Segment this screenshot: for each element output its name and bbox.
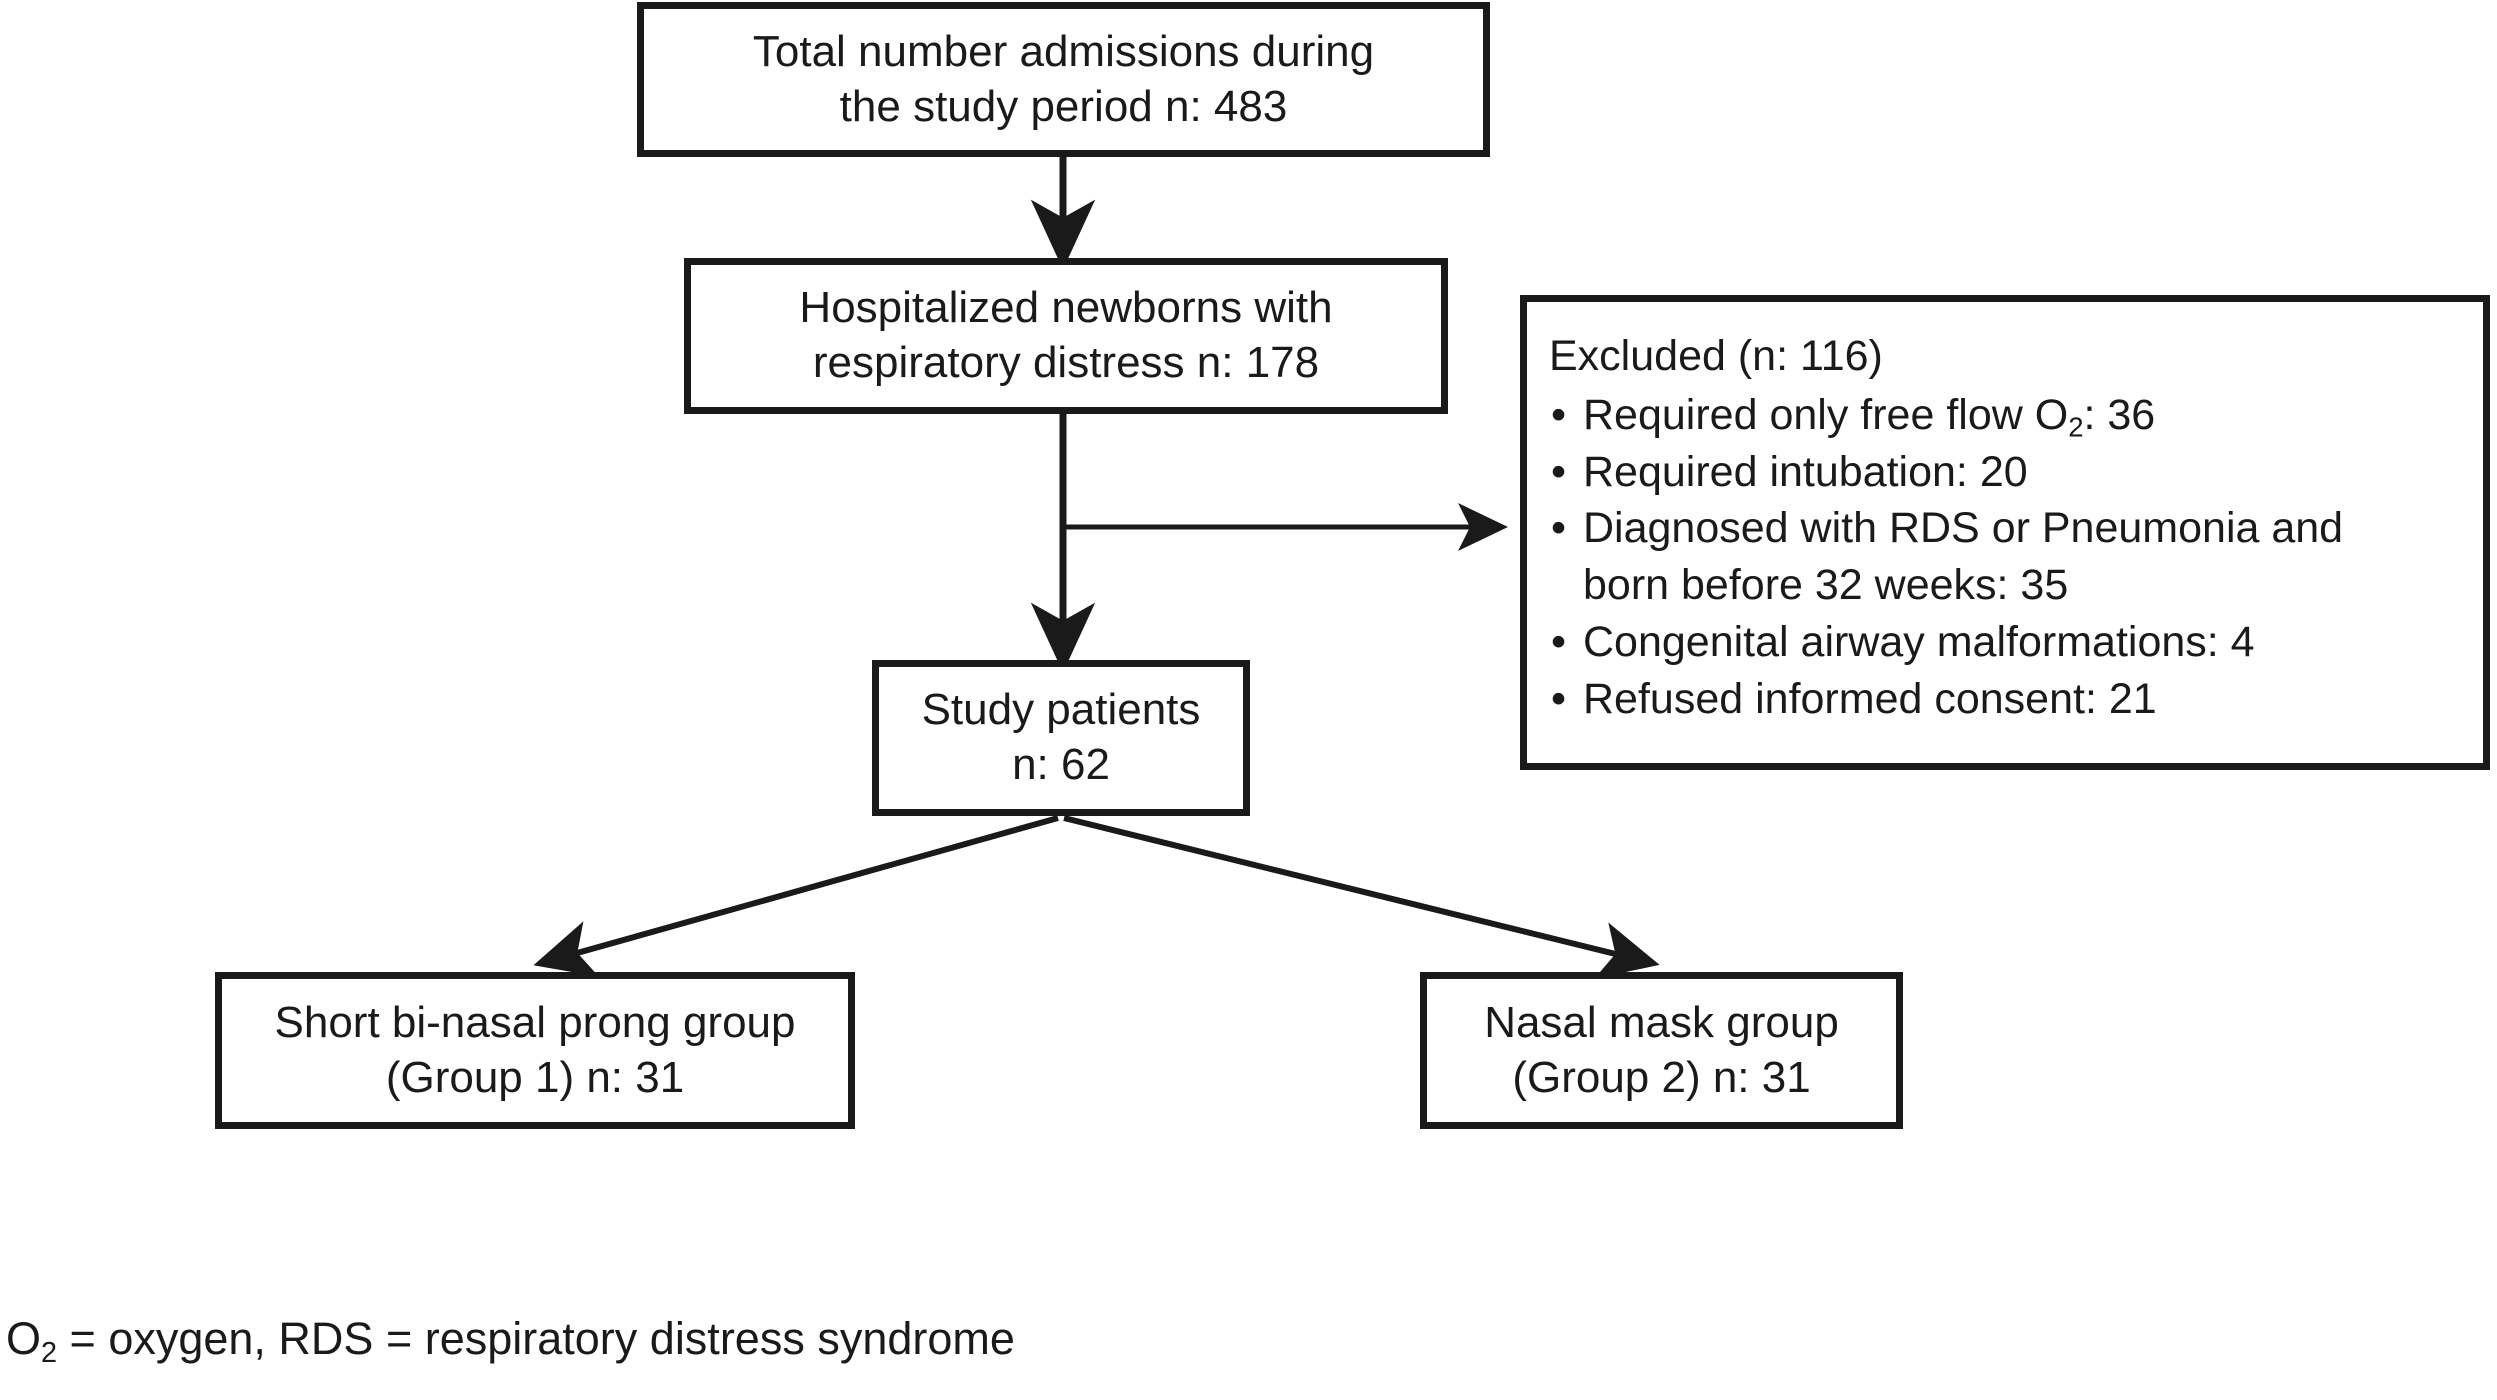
excluded-item: • Refused informed consent: 21 xyxy=(1549,671,2461,728)
excluded-item-text: born before 32 weeks: 35 xyxy=(1583,561,2069,609)
node-group2-nasal-mask: Nasal mask group (Group 2) n: 31 xyxy=(1420,972,1903,1129)
footnote-prefix: O xyxy=(6,1313,42,1364)
node-excluded: Excluded (n: 116) • Required only free fl… xyxy=(1520,295,2490,770)
excluded-item-text: Required only free flow O xyxy=(1583,390,2069,439)
node-group1-line2: (Group 1) n: 31 xyxy=(385,1052,685,1102)
node-study-patients-line2: n: 62 xyxy=(1012,740,1110,789)
edge-study-to-group2 xyxy=(1063,815,1660,979)
excluded-item-subscript: 2 xyxy=(2068,411,2084,443)
excluded-item: • Congenital airway malformations: 4 xyxy=(1549,614,2461,671)
node-group1-line1: Short bi-nasal prong group xyxy=(274,997,796,1047)
node-group2-line1: Nasal mask group xyxy=(1484,997,1839,1047)
excluded-item-continuation: born before 32 weeks: 35 xyxy=(1549,557,2461,614)
excluded-title: Excluded (n: 116) xyxy=(1549,332,1883,380)
bullet-icon: • xyxy=(1551,504,1567,553)
excluded-item-text: Required intubation: 20 xyxy=(1583,447,2028,496)
bullet-icon: • xyxy=(1551,390,1567,439)
excluded-item: • Required only free flow O2: 36 xyxy=(1549,387,2461,444)
excluded-item-text: Diagnosed with RDS or Pneumonia and xyxy=(1583,504,2344,553)
node-hospitalized-newborns: Hospitalized newborns with respiratory d… xyxy=(684,258,1448,414)
excluded-item: • Diagnosed with RDS or Pneumonia and xyxy=(1549,500,2461,557)
bullet-icon: • xyxy=(1551,617,1567,666)
node-total-admissions: Total number admissions during the study… xyxy=(637,2,1490,157)
node-group1-short-bi-nasal-prong: Short bi-nasal prong group (Group 1) n: … xyxy=(215,972,855,1129)
node-group2-line2: (Group 2) n: 31 xyxy=(1512,1052,1811,1102)
figure-footnote: O2 = oxygen, RDS = respiratory distress … xyxy=(6,1312,1015,1370)
node-total-admissions-line2: the study period n: 483 xyxy=(839,81,1288,131)
bullet-icon: • xyxy=(1551,447,1567,496)
excluded-reason-list: • Required only free flow O2: 36 • Require… xyxy=(1549,387,2461,728)
node-hospitalized-newborns-line1: Hospitalized newborns with xyxy=(799,283,1333,333)
excluded-item-text: Congenital airway malformations: 4 xyxy=(1583,617,2255,666)
footnote-subscript: 2 xyxy=(41,1337,58,1370)
bullet-icon: • xyxy=(1551,674,1567,723)
excluded-item: • Required intubation: 20 xyxy=(1549,444,2461,501)
excluded-item-text: Refused informed consent: 21 xyxy=(1583,674,2157,723)
node-total-admissions-line1: Total number admissions during xyxy=(752,26,1375,76)
node-study-patients: Study patients n: 62 xyxy=(872,660,1250,816)
edge-study-to-group1 xyxy=(533,815,1059,977)
footnote-suffix: = oxygen, RDS = respiratory distress syn… xyxy=(57,1313,1015,1364)
excluded-item-suffix: : 36 xyxy=(2083,390,2156,439)
node-hospitalized-newborns-line2: respiratory distress n: 178 xyxy=(812,338,1320,387)
node-study-patients-line1: Study patients xyxy=(921,685,1201,735)
